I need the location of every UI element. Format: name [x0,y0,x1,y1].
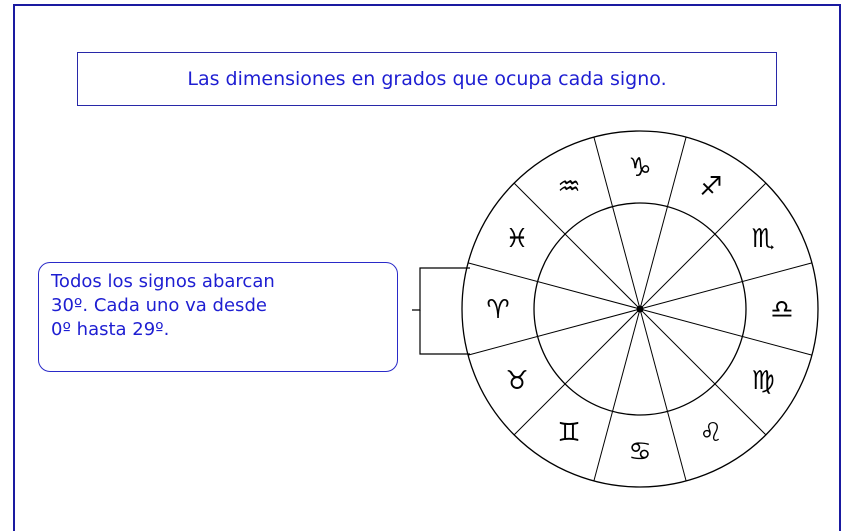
divider-line [639,136,687,310]
divider-line [513,308,641,436]
wheel-group: ♈ ♓ ♒ ♑ ♐ ♏ ♎ ♍ ♌ ♋ ♊ ♉ [461,130,819,488]
note-line-3: 0º hasta 29º. [51,319,170,340]
pisces-glyph: ♓ [505,224,528,254]
inner-circle [533,202,747,416]
divider-line [639,308,687,482]
divider-line [639,308,813,356]
scorpio-top-glyph: ♏ [751,224,774,254]
title-text: Las dimensiones en grados que ocupa cada… [187,68,667,90]
taurus-glyph: ♉ [505,366,528,396]
aquarius-glyph: ♒ [557,172,580,202]
title-box: Las dimensiones en grados que ocupa cada… [77,52,777,106]
divider-line [593,308,641,482]
center-dot [636,305,644,313]
capricorn-glyph: ♑ [628,153,651,183]
note-box: Todos los signos abarcan 30º. Cada uno v… [38,262,398,372]
divider-line [467,308,641,356]
content-frame [13,4,841,531]
outer-circle [461,130,819,488]
bracket-bottom [419,310,470,355]
divider-line [467,262,641,310]
divider-line [513,182,641,310]
gemini-glyph: ♊ [557,418,580,448]
divider-line [639,308,767,436]
divider-line [639,182,767,310]
note-line-1: Todos los signos abarcan [51,271,275,292]
libra-glyph: ♎ [770,295,793,325]
sagittarius-glyph: ♐ [699,172,722,202]
cancer-glyph: ♋ [628,437,651,467]
divider-line [593,136,641,310]
divider-line [639,262,813,310]
leo-glyph: ♌ [699,418,722,448]
aries-glyph: ♈ [486,295,509,325]
bracket-top [412,267,470,311]
virgo-glyph: ♍ [751,366,774,396]
note-line-2: 30º. Cada uno va desde [51,295,267,316]
